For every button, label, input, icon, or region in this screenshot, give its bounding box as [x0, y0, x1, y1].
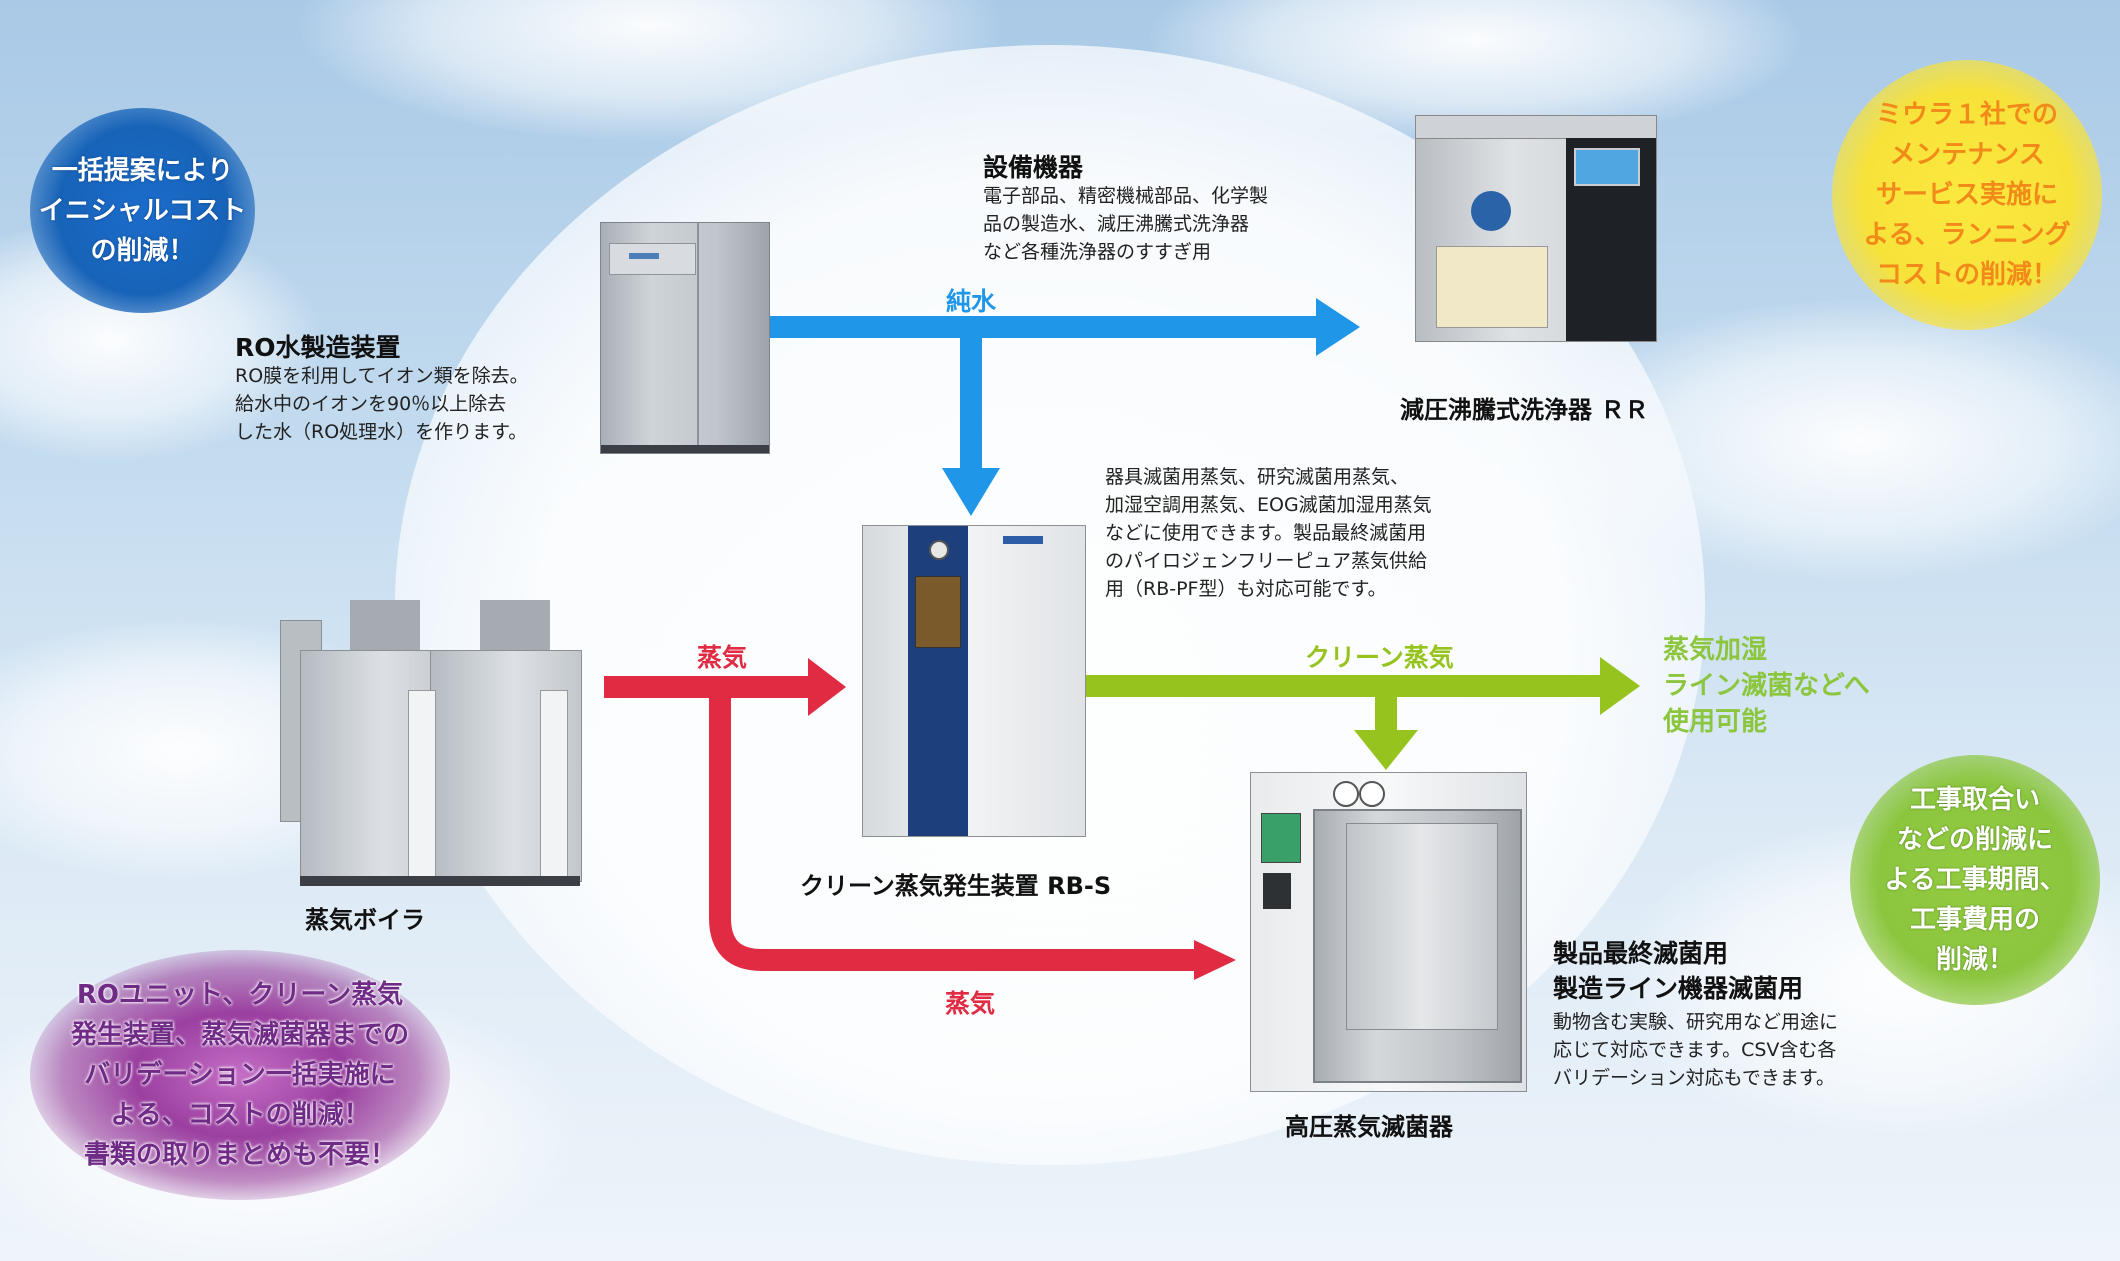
construction-cost-bubble: 工事取合い などの削減に よる工事期間、 工事費用の 削減！ — [1850, 755, 2100, 1005]
clean-steam-label: クリーン蒸気 — [1305, 643, 1454, 672]
pure-water-label: 純水 — [946, 287, 997, 316]
pure-water-arrow — [768, 298, 1360, 516]
clean-steam-generator-image — [862, 525, 1086, 837]
steam-use-description: 器具滅菌用蒸気、研究滅菌用蒸気、 加湿空調用蒸気、EOG滅菌加湿用蒸気 などに使… — [1105, 466, 1432, 600]
sterilizer-description: 動物含む実験、研究用など用途に 応じて対応できます。CSV含む各 バリデーション… — [1553, 1011, 1839, 1089]
equipment-title: 設備機器 — [983, 153, 1084, 182]
sterilizer-label: 高圧蒸気滅菌器 — [1285, 1113, 1453, 1141]
humidify-text: 蒸気加湿 ライン滅菌などへ 使用可能 — [1663, 635, 1870, 737]
steam-arrow — [604, 658, 1236, 980]
sterilizer-image — [1250, 772, 1527, 1092]
ro-title: RO水製造装置 — [235, 333, 401, 362]
steam-label-top: 蒸気 — [697, 643, 748, 672]
ro-unit-image — [600, 222, 770, 454]
validation-bubble: ROユニット、クリーン蒸気 発生装置、蒸気滅菌器までの バリデーション一括実施に… — [30, 950, 450, 1200]
running-cost-bubble: ミウラ１社での メンテナンス サービス実施に よる、ランニング コストの削減！ — [1832, 60, 2102, 330]
steam-label-bottom: 蒸気 — [945, 989, 996, 1018]
ro-description: RO膜を利用してイオン類を除去。 給水中のイオンを90％以上除去 した水（RO処… — [235, 365, 529, 443]
washer-label: 減圧沸騰式洗浄器 ＲＲ — [1400, 396, 1649, 424]
generator-label: クリーン蒸気発生装置 RB-S — [800, 872, 1112, 900]
equipment-description: 電子部品、精密機械部品、化学製 品の製造水、減圧沸騰式洗浄器 など各種洗浄器のす… — [983, 185, 1269, 263]
clean-steam-arrow — [1085, 657, 1640, 770]
boiler-image — [280, 600, 605, 890]
sterilizer-title: 製品最終滅菌用 製造ライン機器滅菌用 — [1553, 939, 1804, 1003]
initial-cost-bubble: 一括提案により イニシャルコスト の削減！ — [30, 108, 255, 313]
boiler-label: 蒸気ボイラ — [305, 906, 425, 934]
washer-image — [1415, 115, 1657, 342]
